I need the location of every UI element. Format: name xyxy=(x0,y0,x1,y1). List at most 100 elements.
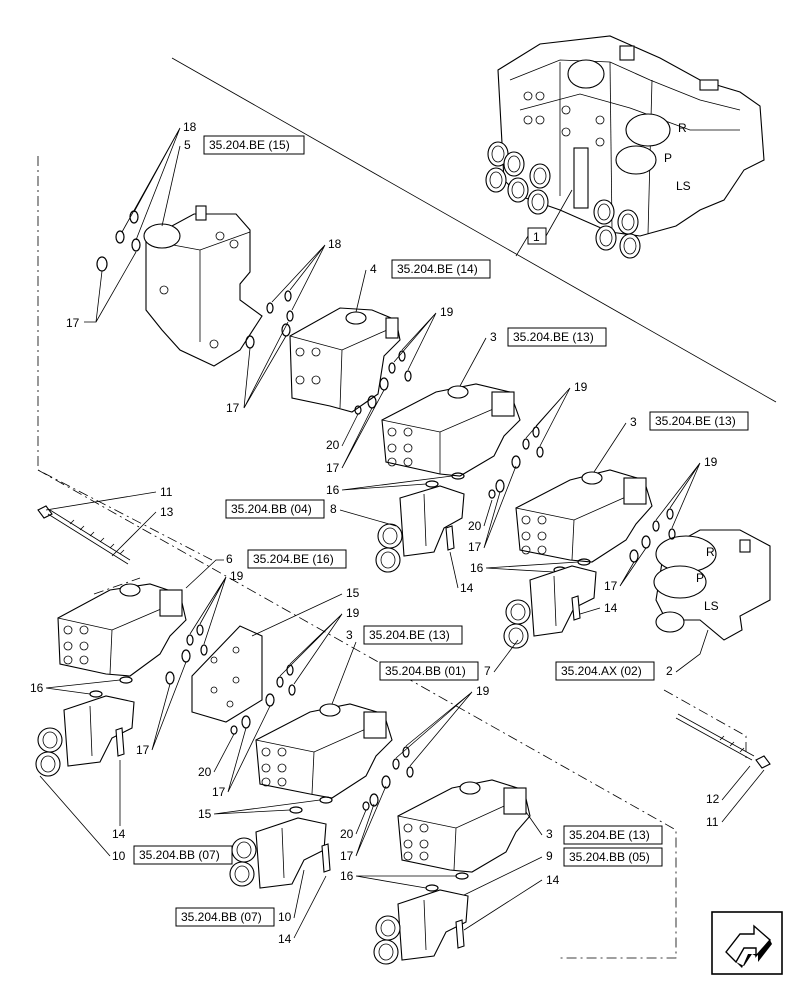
svg-text:LS: LS xyxy=(704,599,719,613)
callout-18-sec4: 18 xyxy=(328,237,342,251)
svg-text:R: R xyxy=(706,545,715,559)
leader-3-middle xyxy=(331,641,357,705)
callout-17-sec3-right: 17 xyxy=(468,540,482,554)
svg-text:P: P xyxy=(696,571,704,585)
coupler-block-10-middle xyxy=(229,817,331,889)
callout-10-middle: 10 xyxy=(278,910,292,924)
callout-17-sec4: 17 xyxy=(226,401,240,415)
group-boundary-right xyxy=(663,689,747,760)
coupler-block-7 xyxy=(503,565,597,649)
ref-box-bb07-middle xyxy=(175,907,275,927)
end-cover-2: R P LS xyxy=(653,529,771,641)
callout-3-right: 3 xyxy=(630,415,637,429)
group-boundary-mid xyxy=(93,577,141,595)
ref-box-be13-upper xyxy=(507,327,607,347)
leader-19-sec3-right xyxy=(525,387,571,447)
leader-17-sec6 xyxy=(151,661,187,751)
callout-7: 7 xyxy=(484,664,491,678)
leader-3-lower xyxy=(525,811,543,836)
callout-19-end-cover: 19 xyxy=(704,455,718,469)
leader-14-block7 xyxy=(579,607,601,615)
leader-16-sec6 xyxy=(45,679,121,695)
leader-11-left xyxy=(45,491,157,511)
leader-8 xyxy=(339,509,397,527)
port-label-p: P xyxy=(664,151,672,165)
valve-section-3-right xyxy=(515,469,653,563)
leader-18-sec4 xyxy=(271,244,326,311)
callout-20-sec3-middle: 20 xyxy=(198,765,212,779)
callout-19-sec3-upper: 19 xyxy=(440,305,454,319)
valve-section-3-upper xyxy=(381,383,521,477)
ref-be13-lower: 35.204.BE (13) xyxy=(569,828,650,842)
ref-bb05: 35.204.BB (05) xyxy=(569,850,650,864)
ref-be13-upper: 35.204.BE (13) xyxy=(513,330,594,344)
callout-10-left: 10 xyxy=(112,849,126,863)
leader-17-sec3-upper xyxy=(341,389,385,469)
callout-15-plate: 15 xyxy=(346,586,360,600)
ref-box-be13-middle xyxy=(363,625,463,645)
ref-bb01: 35.204.BB (01) xyxy=(385,664,466,678)
spacer-plate-15 xyxy=(191,625,263,723)
callout-14-block8: 14 xyxy=(460,581,474,595)
port-label-ls: LS xyxy=(676,179,691,193)
leader-12 xyxy=(721,765,751,801)
callout-20-sec3-right: 20 xyxy=(468,519,482,533)
callout-16-lower: 16 xyxy=(340,869,354,883)
o-rings-16-sec6 xyxy=(89,676,133,698)
arrow-next-page-icon[interactable] xyxy=(711,911,783,975)
ref-box-be14 xyxy=(391,259,491,279)
leader-20-sec3-upper xyxy=(341,413,359,447)
callout-19-sec3-right: 19 xyxy=(574,380,588,394)
callout-16-right: 16 xyxy=(470,561,484,575)
leader-10-middle xyxy=(293,869,305,919)
leader-17-inlet xyxy=(84,251,137,323)
ref-box-bb04 xyxy=(225,499,325,519)
tie-rod-13 xyxy=(37,505,131,565)
o-rings-15-middle xyxy=(289,796,333,814)
callout-18-inlet: 18 xyxy=(183,120,197,134)
coupler-block-8 xyxy=(375,485,465,573)
callout-19-sec3-middle: 19 xyxy=(346,606,360,620)
coupler-block-10-left xyxy=(35,695,135,777)
ref-box-be16 xyxy=(247,549,347,569)
leader-15-seals xyxy=(213,799,321,815)
leader-17-sec4 xyxy=(243,321,289,409)
callout-20-sec3-lower: 20 xyxy=(340,827,354,841)
callout-19-sec3-lower: 19 xyxy=(476,684,490,698)
ref-be13-middle: 35.204.BE (13) xyxy=(369,628,450,642)
leader-3-upper xyxy=(459,337,487,387)
ref-box-bb07-left xyxy=(133,845,233,865)
leader-14-block9 xyxy=(463,879,543,931)
leader-13 xyxy=(111,511,157,557)
leader-4 xyxy=(355,269,367,313)
callout-17-sec3-lower: 17 xyxy=(340,849,354,863)
ref-box-bb05 xyxy=(563,847,663,867)
leader-19-sec3-upper xyxy=(393,312,437,371)
callout-12: 12 xyxy=(706,792,720,806)
callout-14-block7: 14 xyxy=(604,601,618,615)
valve-section-4 xyxy=(289,307,401,413)
callout-9: 9 xyxy=(546,849,553,863)
callout-3-upper: 3 xyxy=(490,330,497,344)
callout-17-inlet: 17 xyxy=(66,316,80,330)
callout-19-sec6: 19 xyxy=(230,569,244,583)
callout-16-upper: 16 xyxy=(326,483,340,497)
leader-17-sec3-right xyxy=(483,465,517,549)
leader-2 xyxy=(675,629,709,673)
leader-19-sec3-middle xyxy=(279,613,343,685)
leader-14-block8 xyxy=(449,551,459,589)
valve-section-3-lower xyxy=(397,779,531,873)
callout-6: 6 xyxy=(226,552,233,566)
callout-2: 2 xyxy=(666,664,673,678)
ref-be14: 35.204.BE (14) xyxy=(397,262,478,276)
valve-assembly-complete: R P LS xyxy=(485,35,765,259)
leader-17-sec3-lower xyxy=(355,785,387,857)
ref-box-be13-right xyxy=(649,411,749,431)
leader-20-sec3-middle xyxy=(213,733,235,773)
callout-17-end-cover: 17 xyxy=(604,579,618,593)
ref-box-be13-lower xyxy=(563,825,663,845)
ref-bb04: 35.204.BB (04) xyxy=(231,502,312,516)
callout-3-middle: 3 xyxy=(346,628,353,642)
callout-17-sec6: 17 xyxy=(136,743,150,757)
